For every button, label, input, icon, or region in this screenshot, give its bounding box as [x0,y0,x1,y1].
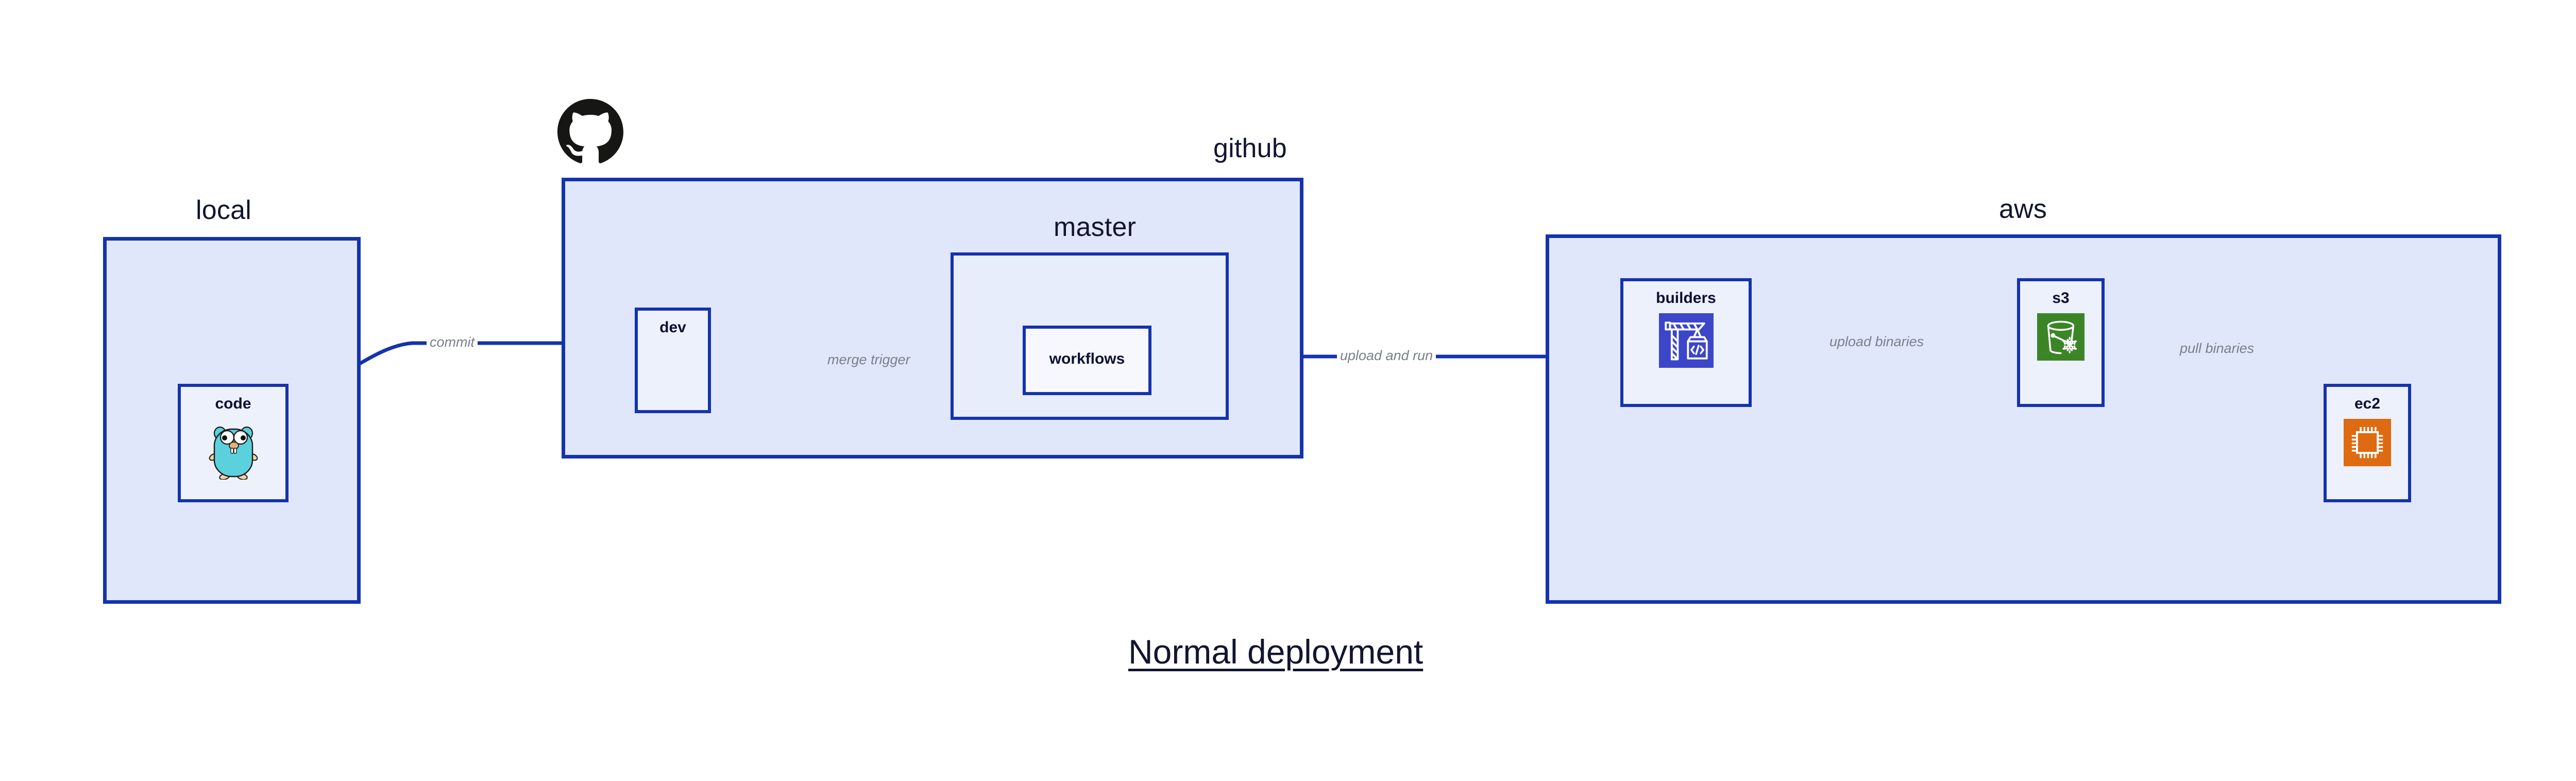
aws-s3-glacier-icon [2037,313,2084,361]
edge-label-commit: commit [427,335,478,349]
node-workflows-label: workflows [1049,350,1125,367]
node-dev-label: dev [659,319,686,336]
edge-label-merge-trigger: merge trigger [824,352,913,367]
diagram-caption: Normal deployment [1128,633,1423,671]
aws-ec2-chip-icon [2344,419,2391,466]
node-code-label: code [215,395,251,412]
node-ec2-label: ec2 [2354,395,2381,412]
node-code[interactable]: code [178,384,289,502]
edge-label-upload-and-run: upload and run [1337,348,1436,363]
go-gopher-icon [208,419,259,480]
edge-label-upload-binaries: upload binaries [1826,334,1927,349]
edge-label-pull-binaries: pull binaries [2177,341,2258,355]
node-s3-label: s3 [2052,290,2070,307]
aws-codebuild-icon [1658,313,1714,368]
node-s3[interactable]: s3 [2017,278,2105,407]
subzone-master-label: master [1054,212,1137,242]
node-builders[interactable]: builders [1620,278,1752,407]
github-octocat-icon [557,99,623,165]
zone-local-label: local [196,195,251,225]
zone-github-label: github [1213,133,1287,163]
node-workflows[interactable]: workflows [1023,326,1151,395]
node-dev[interactable]: dev [635,308,711,413]
node-builders-label: builders [1656,290,1716,307]
zone-aws-label: aws [1999,194,2047,224]
node-ec2[interactable]: ec2 [2324,384,2411,502]
